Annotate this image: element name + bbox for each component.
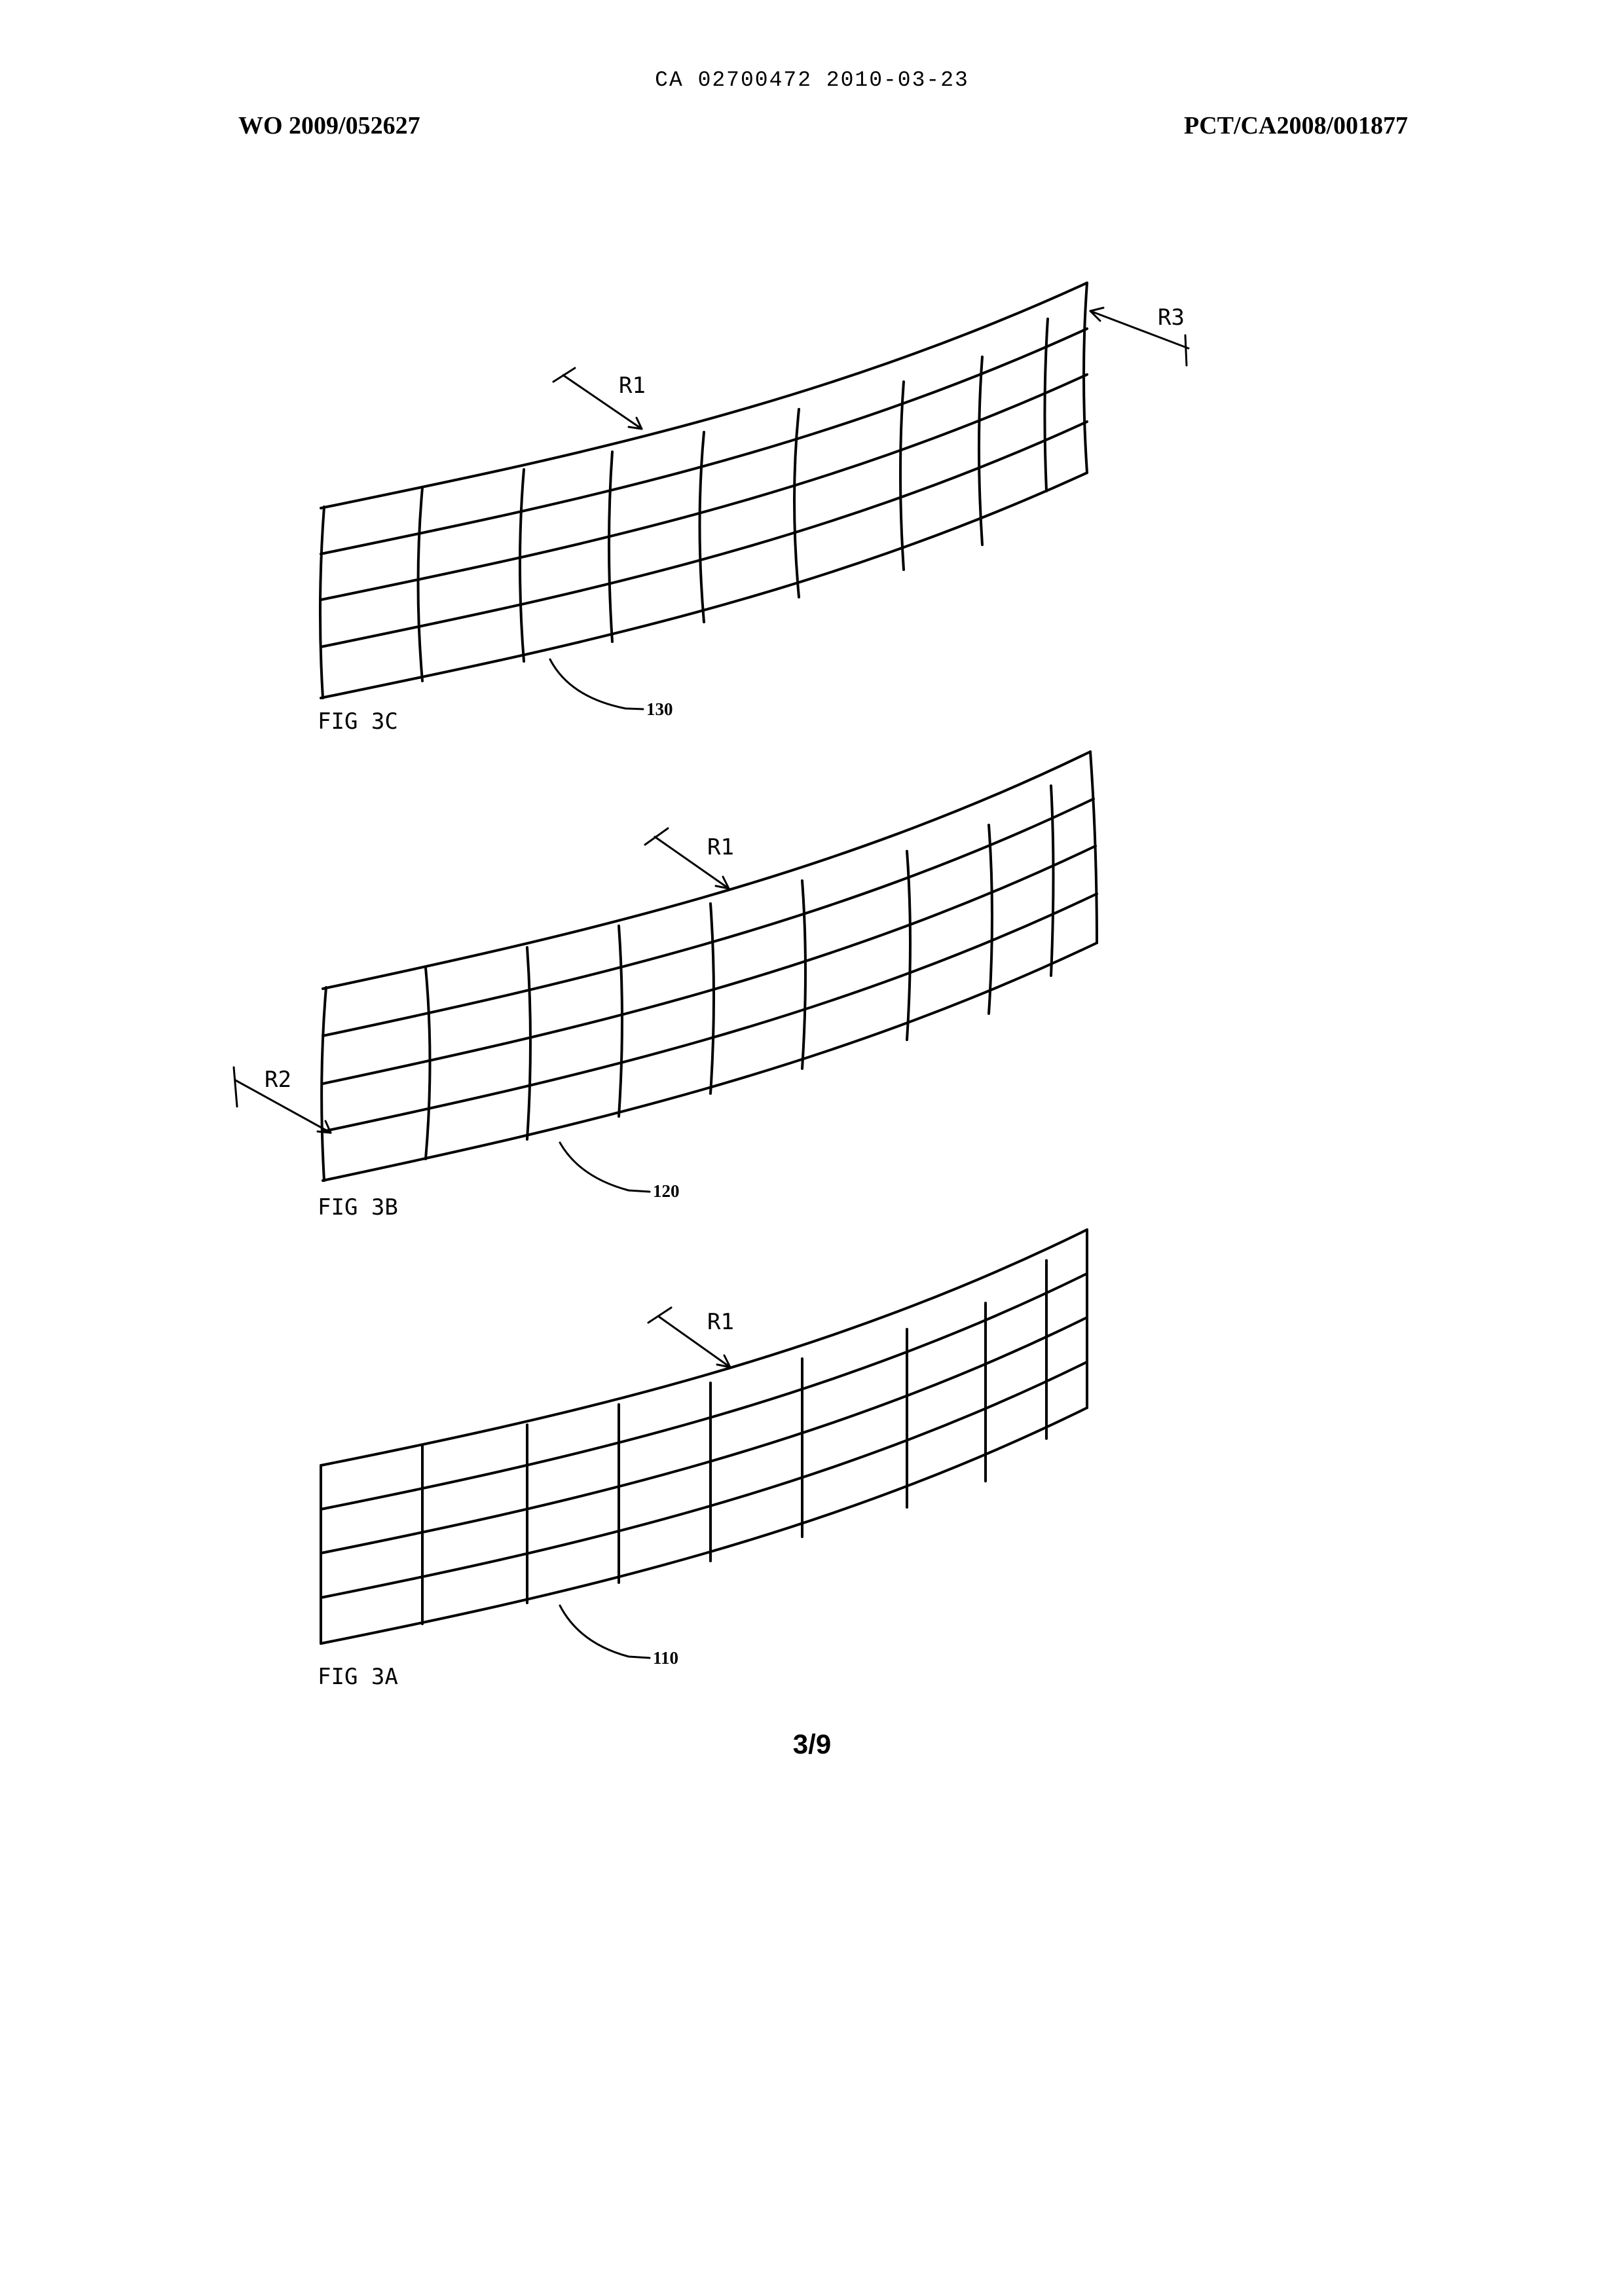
figure-3b-reference-numeral: 120 <box>653 1181 680 1201</box>
figure-3c-ref-leader <box>550 659 643 709</box>
sheet-number: 3/9 <box>0 1729 1624 1760</box>
figure-3b: R1 R2 120 FIG 3B <box>234 752 1097 1221</box>
figure-3b-grid <box>322 752 1097 1181</box>
figure-3a-leaders <box>560 1308 730 1658</box>
figure-3b-r1-label: R1 <box>707 834 734 860</box>
figure-3c-r1-label: R1 <box>619 373 646 399</box>
figure-3a-reference-numeral: 110 <box>653 1648 678 1668</box>
figure-3c-grid <box>320 283 1087 698</box>
figure-3a: R1 110 FIG 3A <box>318 1230 1087 1690</box>
figure-3c: R1 R3 130 FIG 3C <box>318 283 1189 735</box>
figure-3b-r2-label: R2 <box>265 1067 291 1093</box>
figure-3c-r3-label: R3 <box>1158 304 1185 331</box>
figure-3a-caption: FIG 3A <box>318 1664 398 1690</box>
figure-3a-grid <box>321 1230 1087 1643</box>
figure-3c-caption: FIG 3C <box>318 708 398 735</box>
figure-3b-leaders <box>234 828 729 1192</box>
figure-3b-caption: FIG 3B <box>318 1194 398 1221</box>
figure-3a-ref-leader <box>560 1606 650 1658</box>
figure-3a-r1-label: R1 <box>707 1309 734 1335</box>
figure-3c-reference-numeral: 130 <box>646 699 673 719</box>
figure-3b-ref-leader <box>560 1143 650 1192</box>
